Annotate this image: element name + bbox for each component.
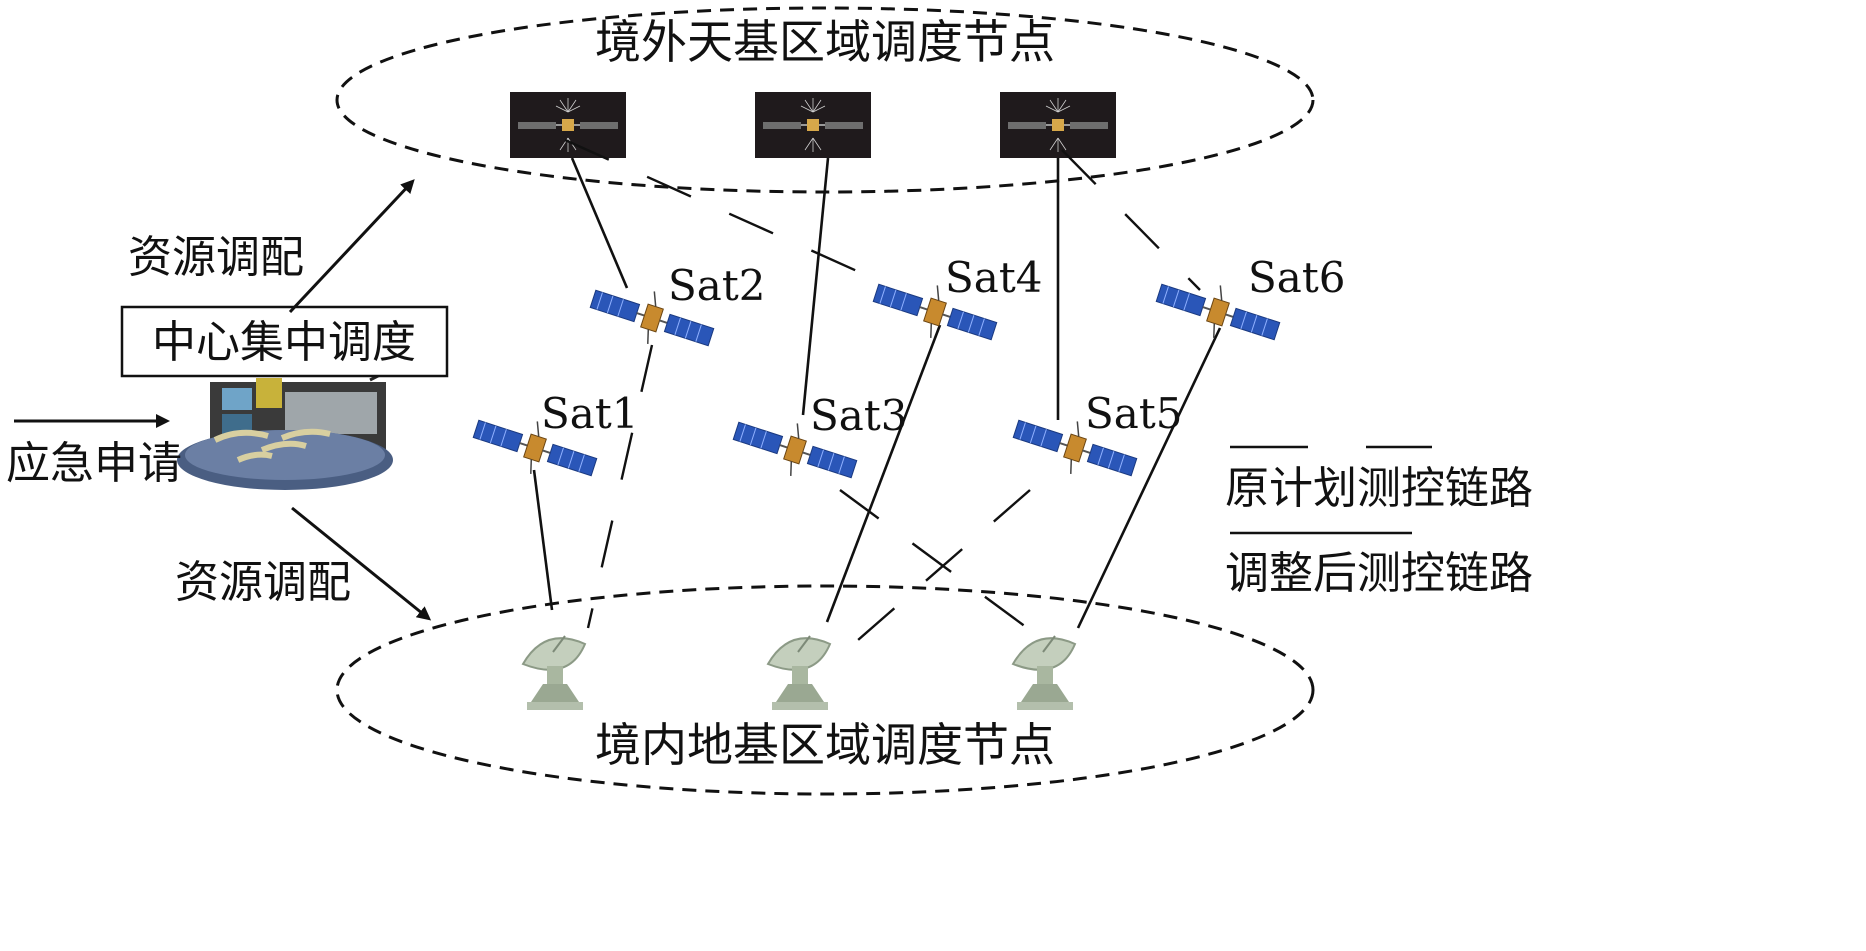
upper-allocation-arrow bbox=[288, 179, 415, 314]
space-node-3 bbox=[999, 91, 1117, 159]
center-label: 中心集中调度 bbox=[152, 317, 416, 368]
space-node-2 bbox=[754, 91, 872, 159]
space-region-label: 境外天基区域调度节点 bbox=[595, 15, 1055, 69]
lower-arrow-label: 资源调配 bbox=[175, 557, 351, 608]
legend: 原计划测控链路 调整后测控链路 bbox=[1225, 445, 1533, 599]
link-solid-sat4-gs2 bbox=[825, 324, 942, 623]
sat3-label: Sat3 bbox=[810, 391, 907, 440]
link-dash-sn1-sat4 bbox=[564, 138, 887, 286]
link-dash-sn3-sat6 bbox=[1061, 149, 1201, 291]
ground-station-3 bbox=[1012, 635, 1076, 711]
legend-original-label: 原计划测控链路 bbox=[1225, 463, 1533, 514]
link-solid-sn2-sat3 bbox=[801, 157, 830, 416]
link-solid-sn1-sat2 bbox=[570, 157, 629, 289]
ground-region-ellipse bbox=[335, 584, 1315, 796]
ground-region-label: 境内地基区域调度节点 bbox=[595, 718, 1055, 772]
link-dash-sat2-gs1 bbox=[586, 344, 654, 629]
upper-arrow-label: 资源调配 bbox=[128, 232, 304, 283]
sat4-label: Sat4 bbox=[945, 253, 1042, 302]
sat5-label: Sat5 bbox=[1085, 389, 1182, 438]
link-solid-sat1-gs1 bbox=[532, 469, 554, 611]
sat6-label: Sat6 bbox=[1248, 253, 1345, 302]
control-center-illustration bbox=[177, 370, 393, 490]
sat2-label: Sat2 bbox=[668, 261, 765, 310]
lower-allocation-arrow bbox=[291, 506, 432, 621]
ground-station-2 bbox=[767, 635, 831, 711]
center-box bbox=[120, 305, 449, 378]
link-dash-sat3-gs3 bbox=[839, 489, 1031, 631]
adjusted-links bbox=[564, 138, 1201, 641]
original-links bbox=[532, 157, 1222, 629]
sat1-label: Sat1 bbox=[541, 389, 638, 438]
space-node-1 bbox=[509, 91, 627, 159]
link-dash-sat5-gs2 bbox=[857, 489, 1031, 641]
legend-adjusted-label: 调整后测控链路 bbox=[1225, 548, 1533, 599]
ground-station-1 bbox=[522, 635, 586, 711]
link-solid-sat6-gs3 bbox=[1076, 327, 1222, 629]
emergency-request-label: 应急申请 bbox=[6, 438, 182, 489]
